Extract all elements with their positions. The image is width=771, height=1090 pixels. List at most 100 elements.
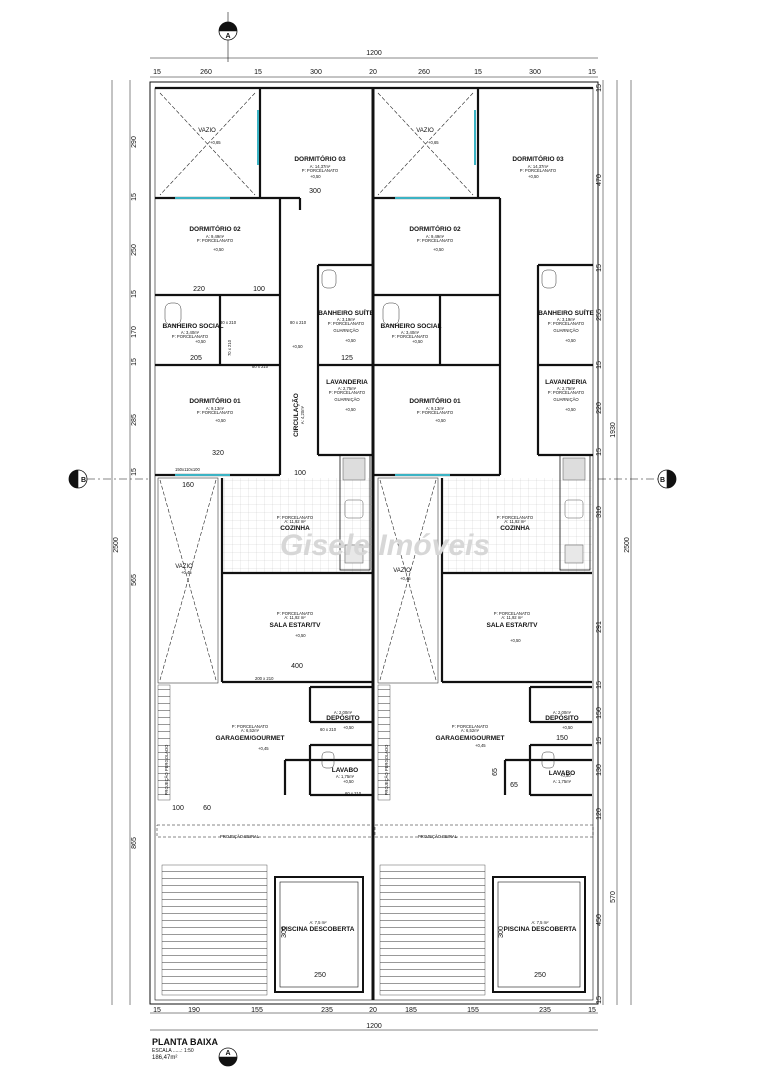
area-dormitorio-01-r: A: 9,13m² <box>426 406 445 411</box>
floor-dormitorio-03-r: P: PORCELANATO <box>520 168 557 173</box>
area-lavanderia: A: 2,75m² <box>338 386 357 391</box>
area-garagem: A: 6,52m² <box>241 728 260 733</box>
level-vazio-top-r: +0,65 <box>428 140 439 145</box>
dim-bottom-2: 155 <box>251 1007 263 1014</box>
level-deposito-r: +0,50 <box>562 725 573 730</box>
dim-right-total-0: 1930 <box>610 422 617 438</box>
area-deposito-r: A: 2,00m² <box>553 710 572 715</box>
floor-lavanderia-r: P: PORCELANATO <box>548 390 585 395</box>
dim-right-14: 570 <box>610 891 617 903</box>
dim-left-4: 170 <box>131 326 138 338</box>
unit-right <box>373 86 594 996</box>
label-sala-r: SALA ESTAR/TV <box>487 622 539 629</box>
area-circulacao: A: 4,20m² <box>300 405 305 424</box>
floor-cozinha: P: PORCELANATO <box>277 515 314 520</box>
section-a-label-bottom: A <box>225 1050 230 1057</box>
note-banheiro-suite: GUARNIÇÃO <box>333 328 359 333</box>
area-lavabo: A: 1,75m² <box>336 774 355 779</box>
label-vazio-top: VAZIO <box>198 128 216 134</box>
note-lavanderia-r: GUARNIÇÃO <box>553 397 579 402</box>
dim-top-1: 260 <box>200 69 212 76</box>
dim-65-a: 65 <box>492 768 499 776</box>
dim-top-5: 260 <box>418 69 430 76</box>
floor-dormitorio-02-r: P: PORCELANATO <box>417 238 454 243</box>
dim-150-a: 150 <box>556 735 568 742</box>
label-lavanderia: LAVANDERIA <box>326 379 368 386</box>
level-circulacao-top: +0,50 <box>292 344 303 349</box>
level-vazio-mid: +0,45 <box>181 570 192 575</box>
level-dormitorio-03: +0,50 <box>310 174 321 179</box>
label-dormitorio-02-r: DORMITÓRIO 02 <box>409 224 461 233</box>
dim-400: 400 <box>291 663 303 670</box>
floor-garagem-r: P: PORCELANATO <box>452 724 489 729</box>
floor-banheiro-social-r: P: PORCELANATO <box>392 334 429 339</box>
level-lavanderia-r: +0,50 <box>565 407 576 412</box>
door-80-c: 80 x 210 <box>252 364 269 369</box>
labels-unit-left: VAZIO +0,65 DORMITÓRIO 03 A: 14,37m² P: … <box>162 128 374 979</box>
floor-sala-r: P: PORCELANATO <box>494 611 531 616</box>
label-piscina-r: PISCINA DESCOBERTA <box>504 926 577 933</box>
area-dormitorio-01: A: 9,13m² <box>206 406 225 411</box>
unit-left <box>155 86 374 996</box>
dim-bottom-0: 15 <box>153 1007 161 1014</box>
bottom-dimensions: 15 190 155 235 20 185 155 235 15 1200 <box>150 1007 598 1031</box>
label-garagem: GARAGEM/GOURMET <box>216 735 285 742</box>
labels-unit-right: VAZIO +0,65 DORMITÓRIO 03 A: 14,37m² P: … <box>380 128 594 979</box>
drawing-title: PLANTA BAIXA <box>152 1037 218 1047</box>
level-garagem: +0,45 <box>258 746 269 751</box>
area-deposito: A: 2,00m² <box>334 710 353 715</box>
dim-right-0: 15 <box>596 84 603 92</box>
area-banheiro-social: A: 3,40m² <box>181 330 200 335</box>
top-total-width: 1200 <box>366 50 382 57</box>
dim-right-16: 15 <box>596 996 603 1004</box>
projecao-beiral: PROJEÇÃO BEIRAL <box>220 834 260 839</box>
floor-cozinha-r: P: PORCELANATO <box>497 515 534 520</box>
door-60-b: 60 x 210 <box>345 791 362 796</box>
section-b-label-left: B <box>81 477 86 484</box>
dim-left-6: 285 <box>131 414 138 426</box>
dim-left-8: 2500 <box>113 537 120 553</box>
section-marker-b-right: B <box>598 469 677 489</box>
level-sala: +0,50 <box>295 633 306 638</box>
area-dormitorio-03-r: A: 14,37m² <box>528 164 549 169</box>
dim-100-b: 100 <box>294 470 306 477</box>
area-banheiro-social-r: A: 3,40m² <box>401 330 420 335</box>
level-garagem-r: +0,45 <box>475 743 486 748</box>
level-vazio-top: +0,65 <box>210 140 221 145</box>
dim-right-10: 150 <box>596 707 603 719</box>
floor-banheiro-social: P: PORCELANATO <box>172 334 209 339</box>
dim-top-8: 15 <box>588 69 596 76</box>
floor-garagem: P: PORCELANATO <box>232 724 269 729</box>
level-lavabo-r: +0,50 <box>560 773 571 778</box>
width-piscina-r: 250 <box>534 972 546 979</box>
floor-dormitorio-01: P: PORCELANATO <box>197 410 234 415</box>
watermark: Gisele Imóveis <box>280 529 490 562</box>
dim-top-3: 300 <box>310 69 322 76</box>
dim-left-0: 290 <box>131 136 138 148</box>
label-vazio-mid-r: VAZIO <box>393 568 411 574</box>
dim-left-1: 15 <box>131 193 138 201</box>
label-dormitorio-01: DORMITÓRIO 01 <box>189 396 241 405</box>
level-dormitorio-02: +0,50 <box>213 247 224 252</box>
door-70: 70 x 210 <box>227 339 232 356</box>
dim-right-total-1: 2500 <box>624 537 631 553</box>
dim-bottom-6: 155 <box>467 1007 479 1014</box>
width-dormitorio-03: 300 <box>309 188 321 195</box>
floor-dormitorio-02: P: PORCELANATO <box>197 238 234 243</box>
dim-205: 205 <box>190 355 202 362</box>
dim-bottom-7: 235 <box>539 1007 551 1014</box>
bottom-total-width: 1200 <box>366 1023 382 1030</box>
dim-right-2: 15 <box>596 264 603 272</box>
lot-outline <box>149 81 599 1005</box>
top-dimensions: 1200 15 260 15 300 20 260 15 300 15 <box>150 50 598 78</box>
dim-right-5: 220 <box>596 402 603 414</box>
section-marker-a-bottom: A <box>218 1047 238 1067</box>
depth-piscina-r: 300 <box>498 926 505 938</box>
label-dormitorio-03-r: DORMITÓRIO 03 <box>512 154 564 163</box>
level-dormitorio-02-r: +0,50 <box>433 247 444 252</box>
depth-piscina: 300 <box>281 926 288 938</box>
dim-top-2: 15 <box>254 69 262 76</box>
note-banheiro-suite-r: GUARNIÇÃO <box>553 328 579 333</box>
section-marker-b-left: B <box>68 469 150 489</box>
door-80-a: 80 x 210 <box>220 320 237 325</box>
